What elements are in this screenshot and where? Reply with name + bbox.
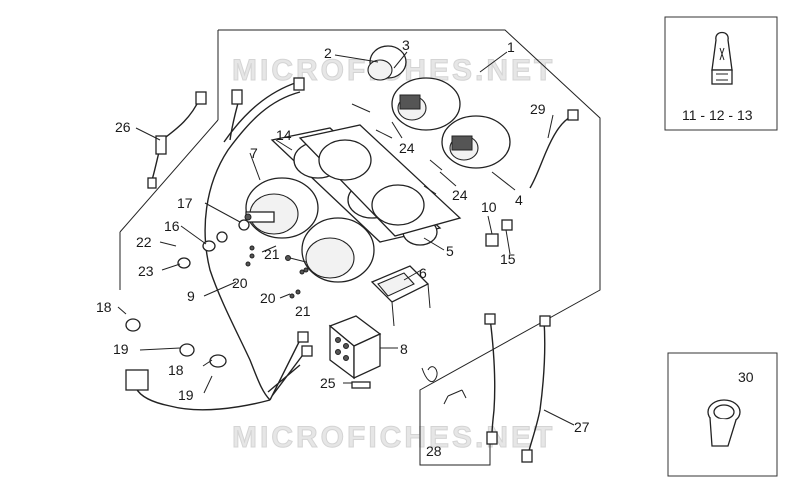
callout-20a: 20 xyxy=(232,275,248,291)
callout-15: 15 xyxy=(500,251,516,267)
watermark-bottom: MICROFICHES.NET xyxy=(232,421,555,454)
warning-light-panel xyxy=(370,265,431,327)
small-gauge-left xyxy=(391,77,461,131)
wire-lead xyxy=(147,91,207,189)
callout-19a: 19 xyxy=(113,341,129,357)
callout-1: 1 xyxy=(507,39,515,55)
callout-24b: 24 xyxy=(452,187,468,203)
callout-6: 6 xyxy=(419,265,427,281)
callout-9: 9 xyxy=(187,288,195,304)
callout-26: 26 xyxy=(115,119,131,135)
speedometer-gauge xyxy=(244,177,319,239)
callout-23: 23 xyxy=(138,263,154,279)
fasteners xyxy=(125,103,513,389)
callout-7: 7 xyxy=(250,145,258,161)
callout-14: 14 xyxy=(276,127,292,143)
callout-17: 17 xyxy=(177,195,193,211)
inset-clamp: 30 xyxy=(667,352,778,477)
callout-18a: 18 xyxy=(96,299,112,315)
tacho-cable xyxy=(484,313,498,445)
callout-21a: 21 xyxy=(264,246,280,262)
connector-block xyxy=(328,315,382,380)
callout-27: 27 xyxy=(574,419,590,435)
callout-22: 22 xyxy=(136,234,152,250)
callout-2: 2 xyxy=(324,45,332,61)
gasket-plate-5 xyxy=(298,124,462,237)
callout-5: 5 xyxy=(446,243,454,259)
assembly-outline xyxy=(218,29,601,466)
inset-bulb: 11 - 12 - 13 xyxy=(664,16,778,131)
wiring-harness xyxy=(125,77,313,411)
callout-4: 4 xyxy=(515,192,523,208)
callout-16: 16 xyxy=(164,218,180,234)
callout-labels: 1 2 3 4 5 6 7 8 9 10 14 15 16 17 18 18 1… xyxy=(96,37,590,459)
tachometer-gauge xyxy=(285,217,375,283)
clip-28 xyxy=(421,366,467,405)
callout-19b: 19 xyxy=(178,387,194,403)
inset-bulb-label: 11 - 12 - 13 xyxy=(682,107,753,123)
callout-18b: 18 xyxy=(168,362,184,378)
callout-8: 8 xyxy=(400,341,408,357)
callout-10: 10 xyxy=(481,199,497,215)
callout-28: 28 xyxy=(426,443,442,459)
inset-clamp-label: 30 xyxy=(738,369,754,385)
callout-3: 3 xyxy=(402,37,410,53)
callout-29: 29 xyxy=(530,101,546,117)
callout-20b: 20 xyxy=(260,290,276,306)
dial-cap-3 xyxy=(367,45,407,81)
small-gauge-right xyxy=(441,115,511,169)
callout-21b: 21 xyxy=(295,303,311,319)
callout-25: 25 xyxy=(320,375,336,391)
leader-lines xyxy=(117,51,575,426)
callout-24a: 24 xyxy=(399,140,415,156)
cable-29 xyxy=(529,109,579,189)
speedometer-cable xyxy=(521,315,551,463)
